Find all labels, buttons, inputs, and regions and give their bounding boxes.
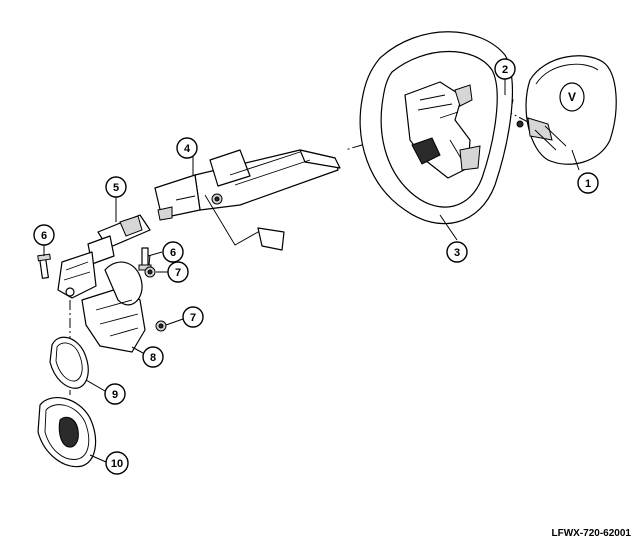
seal-ring — [49, 336, 89, 389]
callout-1-label: 1 — [585, 178, 591, 190]
callout-3: 3 — [446, 241, 468, 263]
callout-6b: 6 — [162, 241, 184, 263]
leader-lines — [43, 79, 580, 463]
callout-10-label: 10 — [111, 458, 123, 470]
callout-6a-label: 6 — [41, 230, 47, 242]
clip-a — [144, 266, 156, 278]
callout-7a: 7 — [167, 261, 189, 283]
callout-10: 10 — [105, 451, 129, 475]
callout-2-label: 2 — [502, 64, 508, 76]
callout-6b-label: 6 — [170, 247, 176, 259]
callout-5: 5 — [105, 176, 127, 198]
callout-2: 2 — [494, 58, 516, 80]
callout-1: 1 — [577, 172, 599, 194]
svg-text:V: V — [568, 90, 576, 104]
callout-5-label: 5 — [113, 182, 119, 194]
callout-9: 9 — [104, 383, 126, 405]
callout-7b-label: 7 — [190, 312, 196, 324]
steering-wheel — [359, 31, 514, 225]
callout-7b: 7 — [182, 306, 204, 328]
callout-8-label: 8 — [150, 352, 156, 364]
callout-3-label: 3 — [454, 247, 460, 259]
callout-7a-label: 7 — [175, 267, 181, 279]
airbag-module: V — [516, 55, 617, 165]
bolt-a — [37, 253, 51, 279]
callout-8: 8 — [142, 346, 164, 368]
clip-b — [155, 320, 167, 332]
reference-code: LFWX-720-62001 — [551, 528, 631, 539]
callout-4-label: 4 — [184, 143, 191, 155]
intermediate-shaft — [57, 214, 151, 299]
column-boot — [81, 261, 146, 353]
callout-9-label: 9 — [112, 389, 118, 401]
vw-logo-icon — [559, 82, 585, 112]
callout-6a: 6 — [33, 224, 55, 246]
steering-column — [154, 149, 341, 251]
callout-4: 4 — [176, 137, 198, 159]
dash-grommet — [37, 397, 97, 468]
